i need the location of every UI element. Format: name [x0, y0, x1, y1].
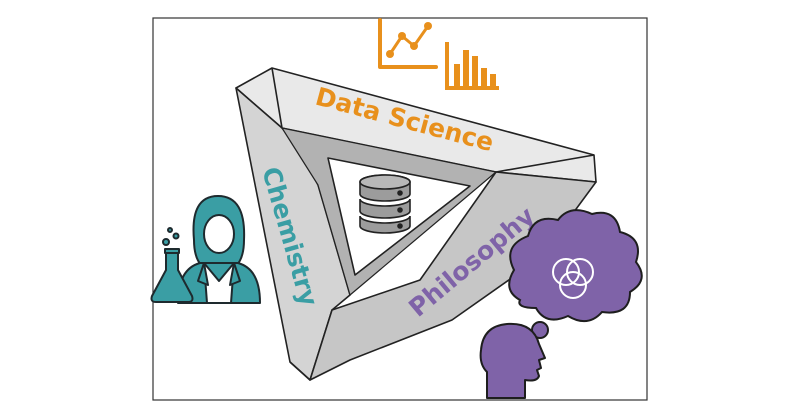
- venn-diagram-icon: [552, 258, 594, 299]
- thinking-head-icon: [479, 322, 546, 399]
- thought-bubble-icon: [508, 209, 643, 351]
- flask-icon: [150, 227, 194, 303]
- scientist-icon: [177, 195, 261, 304]
- line-chart-icon: [378, 18, 438, 69]
- bar-chart-icon: [445, 42, 499, 90]
- triangle-edge: [271, 67, 283, 129]
- triangle-edge: [495, 154, 595, 173]
- triangle-edge: [289, 361, 311, 381]
- database-icon: [359, 174, 411, 234]
